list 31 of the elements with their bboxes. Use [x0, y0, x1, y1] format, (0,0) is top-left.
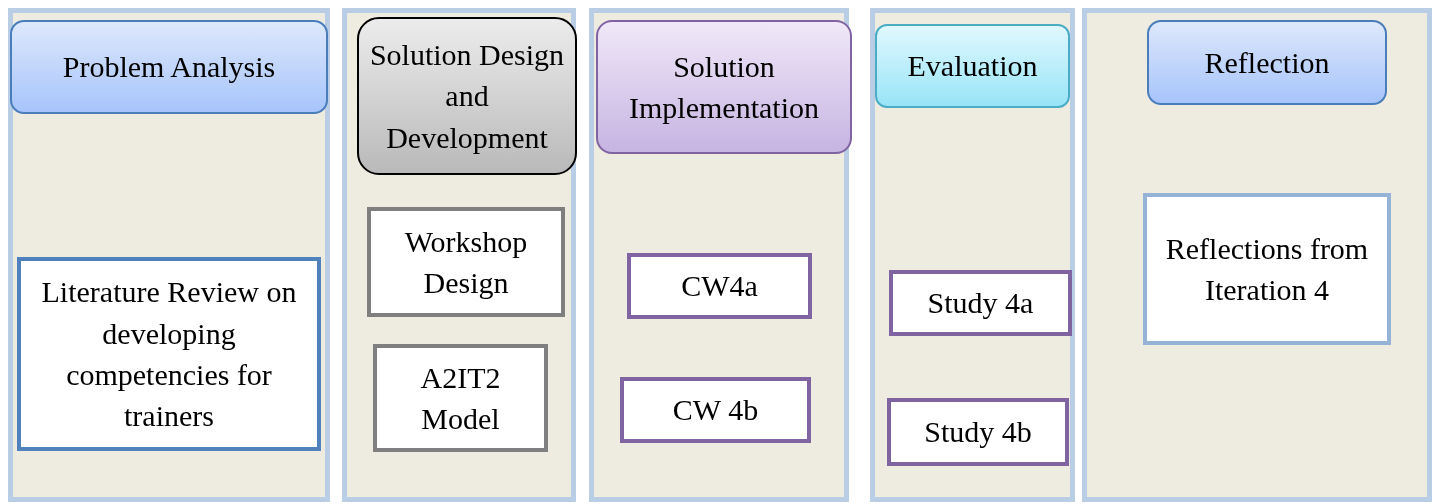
node-text: Workshop Design	[403, 223, 529, 301]
process-box	[889, 270, 1072, 336]
process-box	[887, 398, 1069, 466]
column-panel	[1082, 8, 1432, 502]
process-box	[1143, 193, 1391, 345]
column-panel	[342, 8, 576, 502]
node-text: Study 4b	[923, 414, 1033, 451]
node-text: Solution Implementation	[628, 48, 820, 126]
stage-header-box	[10, 20, 328, 114]
node-text: Study 4a	[926, 285, 1035, 322]
node-text: Literature Review on developing competencies for trainers	[40, 274, 298, 435]
process-box	[373, 344, 548, 452]
node-text: Evaluation	[906, 48, 1039, 85]
node-text: Reflections from Iteration 4	[1164, 230, 1370, 308]
column-panel	[589, 8, 849, 502]
column-panel	[870, 8, 1075, 502]
stage-header-box	[596, 20, 852, 154]
stage-header-box	[1147, 20, 1387, 105]
node-text: Reflection	[1203, 44, 1331, 81]
node-text: Problem Analysis	[61, 49, 277, 86]
node-text: CW 4b	[671, 392, 760, 429]
node-text: CW4a	[680, 268, 759, 305]
process-box	[620, 377, 811, 443]
stage-header-box	[875, 24, 1070, 108]
process-box	[17, 257, 321, 451]
process-box	[627, 253, 812, 319]
node-text: Solution Design and Development	[368, 36, 566, 156]
column-panel	[8, 8, 330, 502]
node-text: A2IT2 Model	[419, 359, 502, 437]
stage-header-box	[357, 17, 577, 175]
process-box	[367, 207, 565, 317]
